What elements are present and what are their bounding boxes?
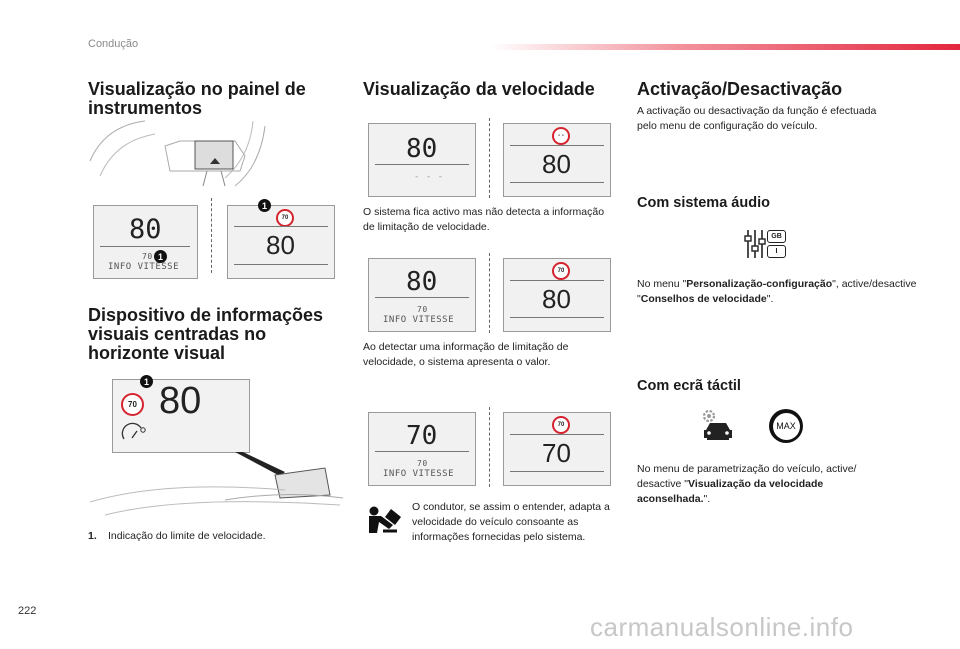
title-hud: Dispositivo de informações visuais centr… xyxy=(88,305,324,363)
cluster-screen-right: 70 80 xyxy=(227,205,335,279)
speed-value: 70 xyxy=(406,421,438,451)
callout-badge: 1 xyxy=(154,250,167,263)
cluster-screen-left: 80 70 INFO VITESSE xyxy=(368,258,476,332)
divider xyxy=(510,182,604,183)
divider xyxy=(234,264,328,265)
title-speed-display: Visualização da velocidade xyxy=(363,79,595,99)
menu-name: Personalização-configuração xyxy=(686,278,833,290)
speed-value: 80 xyxy=(266,230,295,260)
limit-value: 70 xyxy=(417,305,428,314)
separator-line xyxy=(489,253,490,333)
cluster-screen-left: 80 70 INFO VITESSE xyxy=(93,205,198,279)
info-label: INFO VITESSE xyxy=(108,262,180,272)
speed-value: 70 xyxy=(542,438,571,468)
max-speed-icon: MAX xyxy=(769,409,803,443)
text-detection: Ao detectar uma informação de limitação … xyxy=(363,341,569,368)
speed-limit-sign: 70 xyxy=(121,393,144,416)
cluster-screen-right: - - 80 xyxy=(503,123,611,197)
speed-value: 80 xyxy=(542,149,571,179)
divider xyxy=(510,317,604,318)
text-part: ". xyxy=(703,493,711,505)
speed-limit-sign: 70 xyxy=(276,209,294,227)
title-touch-screen: Com ecrã táctil xyxy=(637,378,741,394)
title-instrument-panel: Visualização no painel de instrumentos xyxy=(88,79,306,118)
audio-instructions: No menu "Personalização-configuração", a… xyxy=(637,277,922,307)
dashboard-illustration xyxy=(89,120,266,187)
option-name: Conselhos de velocidade xyxy=(640,293,767,305)
text-part: ", active/desactive " xyxy=(637,278,917,305)
divider xyxy=(375,297,469,298)
speed-limit-sign: 70 xyxy=(552,262,570,280)
text-part: No menu " xyxy=(637,278,687,290)
speed-limit-sign: - - xyxy=(552,127,570,145)
section-label: Condução xyxy=(88,38,139,50)
cluster-screen-right: 70 70 xyxy=(503,412,611,486)
text-part: No menu de parametrização do veículo, ac… xyxy=(637,463,857,490)
text-no-detection: O sistema fica activo mas não detecta a … xyxy=(363,206,605,233)
divider xyxy=(510,471,604,472)
cluster-screen-left: 70 70 INFO VITESSE xyxy=(368,412,476,486)
callout-badge: 1 xyxy=(258,199,271,212)
text-driver-adapts: O condutor, se assim o entender, adapta … xyxy=(412,501,610,543)
speed-value: 80 xyxy=(406,134,438,164)
title-audio-system: Com sistema áudio xyxy=(637,195,770,211)
divider xyxy=(100,246,190,247)
note-text: Indicação do limite de velocidade. xyxy=(108,530,266,542)
vehicle-settings-icon xyxy=(702,409,732,440)
cluster-screen-right: 70 80 xyxy=(503,258,611,332)
limit-placeholder: - - - xyxy=(414,172,444,182)
driver-action-icon xyxy=(369,506,401,533)
limit-value: 70 xyxy=(417,459,428,468)
separator-line xyxy=(489,118,490,198)
divider xyxy=(375,451,469,452)
speed-value: 80 xyxy=(406,267,438,297)
divider xyxy=(234,226,328,227)
audio-settings-icon: GB I xyxy=(744,228,786,260)
divider xyxy=(510,280,604,281)
activation-intro: A activação ou desactivação da função é … xyxy=(637,105,877,132)
max-label: MAX xyxy=(772,412,800,440)
sliders-icon xyxy=(744,230,766,258)
language-gb-box: GB xyxy=(767,230,786,243)
speed-value: 80 xyxy=(542,284,571,314)
speed-limit-sign: 70 xyxy=(552,416,570,434)
note-number: 1. xyxy=(88,530,97,542)
divider xyxy=(510,145,604,146)
hud-dashboard-illustration xyxy=(89,452,344,516)
watermark: carmanualsonline.info xyxy=(590,612,854,642)
connector-line xyxy=(211,198,212,273)
option-name: Visualização da velocidade aconselhada. xyxy=(637,478,824,505)
divider xyxy=(510,434,604,435)
hud-screen: 70 80 xyxy=(112,379,250,453)
info-label: INFO VITESSE xyxy=(383,469,455,479)
callout-badge: 1 xyxy=(140,375,153,388)
text-part: ". xyxy=(766,293,774,305)
speed-value: 80 xyxy=(159,380,202,422)
separator-line xyxy=(489,407,490,487)
divider xyxy=(375,164,469,165)
speedometer-icon xyxy=(121,422,146,440)
cluster-screen-left: 80 - - - xyxy=(368,123,476,197)
info-label: INFO VITESSE xyxy=(383,315,455,325)
touch-instructions: No menu de parametrização do veículo, ac… xyxy=(637,462,897,507)
header-accent-bar xyxy=(490,44,960,50)
title-activation: Activação/Desactivação xyxy=(637,79,843,99)
page-number: 222 xyxy=(18,605,37,617)
speed-value: 80 xyxy=(129,214,162,245)
language-i-box: I xyxy=(767,245,786,258)
limit-value: 70 xyxy=(142,252,153,261)
